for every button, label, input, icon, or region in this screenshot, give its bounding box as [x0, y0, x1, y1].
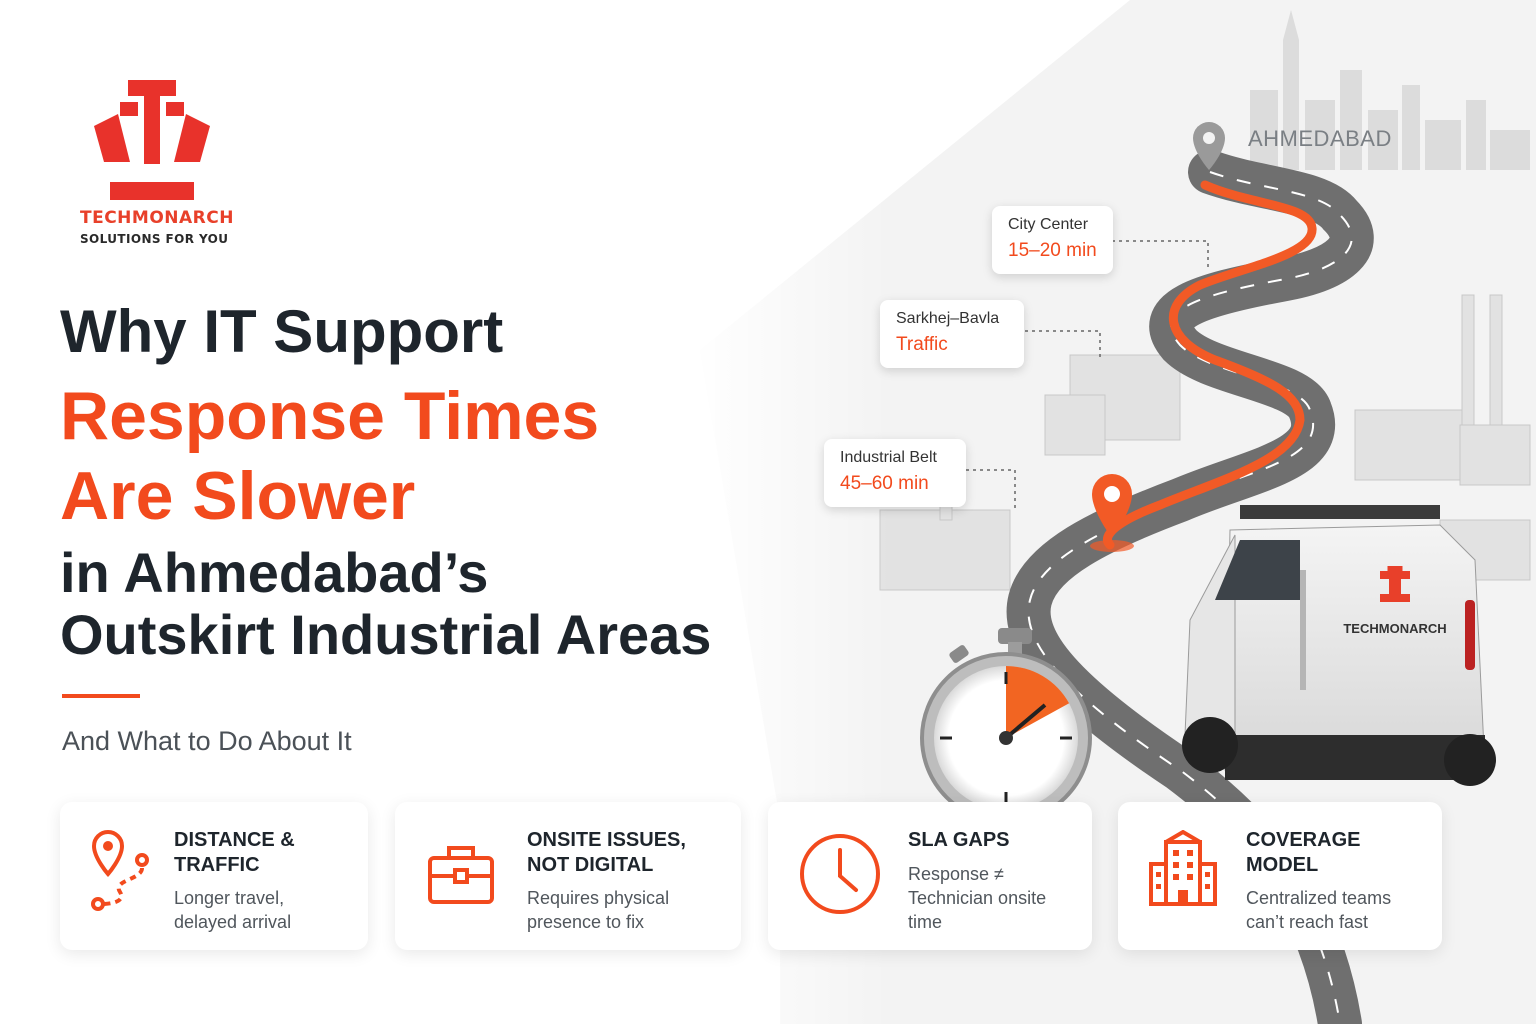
stopwatch-icon — [920, 628, 1092, 824]
card-title: DISTANCE & TRAFFIC — [174, 828, 295, 878]
card-desc-line: Requires physical — [527, 888, 670, 908]
card-title-line: TRAFFIC — [174, 854, 260, 876]
headline-line-2: Response Times — [60, 378, 600, 454]
card-onsite-issues: ONSITE ISSUES, NOT DIGITAL Requires phys… — [395, 802, 741, 950]
card-title-line: DISTANCE & — [174, 829, 295, 851]
factory-buildings — [879, 294, 1531, 591]
card-title: SLA GAPS — [908, 829, 1010, 851]
card-desc-line: Centralized teams — [1246, 888, 1392, 908]
city-pin-icon — [1193, 122, 1225, 170]
map-label-value: Traffic — [896, 334, 948, 355]
map-label-sarkhej-bavla: Sarkhej–Bavla Traffic — [880, 300, 1024, 368]
card-desc-line: Technician onsite — [908, 888, 1047, 908]
card-description: Longer travel, delayed arrival — [174, 886, 291, 934]
headline-line-4: in Ahmedabad’s — [60, 541, 489, 604]
card-desc-line: presence to fix — [527, 912, 645, 932]
building-icon — [1148, 829, 1218, 911]
card-description: Response ≠ Technician onsite time — [908, 862, 1046, 934]
brand-logo: TECHMONARCH SOLUTIONS FOR YOU — [80, 78, 240, 246]
van-brand-text: TECHMONARCH — [1343, 621, 1447, 636]
toolbox-icon — [427, 842, 495, 911]
map-label-title: Sarkhej–Bavla — [896, 310, 1000, 327]
card-title: COVERAGE MODEL — [1246, 828, 1360, 878]
card-sla-gaps: SLA GAPS Response ≠ Technician onsite ti… — [768, 802, 1092, 950]
card-desc-line: delayed arrival — [174, 912, 292, 932]
accent-divider — [62, 694, 140, 698]
card-description: Requires physical presence to fix — [527, 886, 669, 934]
headline-line-3: Are Slower — [60, 458, 416, 534]
map-label-title: Industrial Belt — [840, 449, 937, 466]
map-label-value: 45–60 min — [840, 473, 929, 494]
card-desc-line: time — [908, 912, 943, 932]
card-desc-line: Response ≠ — [908, 864, 1004, 884]
card-distance-traffic: DISTANCE & TRAFFIC Longer travel, delaye… — [60, 802, 368, 950]
card-desc-line: can’t reach fast — [1246, 912, 1369, 932]
headline-line-5: Outskirt Industrial Areas — [60, 603, 712, 666]
headline-line-1: Why IT Support — [60, 298, 504, 365]
card-description: Centralized teams can’t reach fast — [1246, 886, 1391, 934]
brand-name: TECHMONARCH — [80, 208, 234, 228]
route-pin-icon — [90, 829, 158, 919]
brand-tagline: SOLUTIONS FOR YOU — [80, 232, 229, 246]
card-desc-line: Longer travel, — [174, 888, 285, 908]
card-title-line: ONSITE ISSUES, — [527, 829, 686, 851]
destination-pin-icon — [1090, 474, 1134, 552]
headline: Why IT Support Response Times Are Slower… — [60, 300, 760, 666]
city-label: AHMEDABAD — [1248, 126, 1392, 151]
map-label-industrial-belt: Industrial Belt 45–60 min — [824, 439, 966, 507]
card-title-line: COVERAGE — [1246, 829, 1361, 851]
subtitle: And What to Do About It — [62, 726, 352, 756]
techmonarch-logo-icon — [1380, 566, 1410, 602]
service-van — [1182, 505, 1496, 786]
card-title-line: MODEL — [1246, 854, 1319, 876]
map-label-city-center: City Center 15–20 min — [992, 206, 1113, 274]
map-label-value: 15–20 min — [1008, 240, 1097, 261]
techmonarch-logo-icon — [94, 80, 210, 200]
card-coverage-model: COVERAGE MODEL Centralized teams can’t r… — [1118, 802, 1442, 950]
route-line — [1103, 180, 1317, 550]
card-title: ONSITE ISSUES, NOT DIGITAL — [527, 828, 686, 878]
city-skyline — [1250, 10, 1530, 170]
map-label-title: City Center — [1008, 216, 1089, 233]
van-logo: TECHMONARCH — [1340, 566, 1450, 636]
clock-icon — [798, 832, 882, 921]
stopwatch-elapsed-wedge — [1006, 666, 1070, 738]
card-title-line: NOT DIGITAL — [527, 854, 654, 876]
